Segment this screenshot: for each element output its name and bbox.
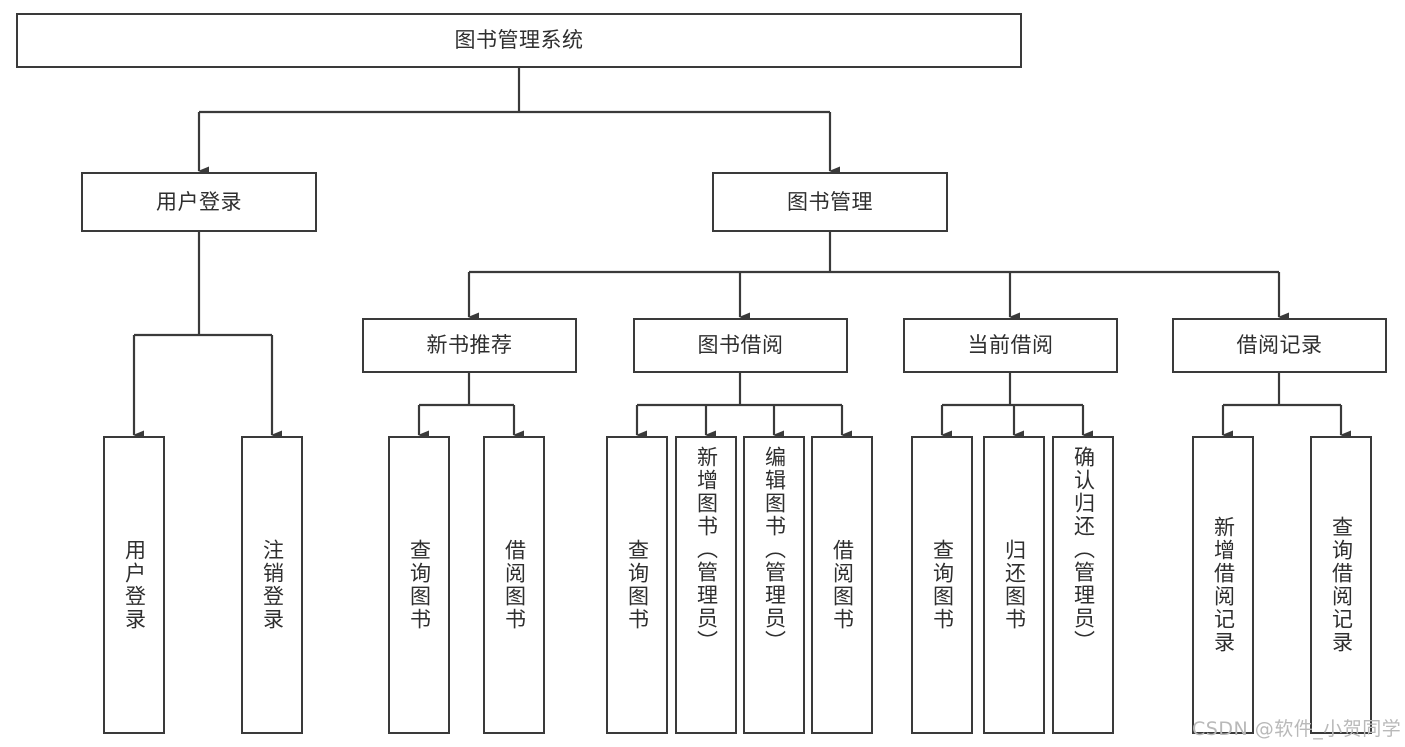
node-label-leaf-add-record: 新增借阅记录 bbox=[1211, 516, 1236, 654]
node-book-borrow[interactable]: 图书借阅 bbox=[633, 318, 848, 373]
tree-edges bbox=[132, 68, 1351, 440]
node-new-book-rec[interactable]: 新书推荐 bbox=[362, 318, 577, 373]
node-label-leaf-logout: 注销登录 bbox=[260, 539, 285, 631]
node-label-borrow-record: 借阅记录 bbox=[1236, 333, 1323, 358]
node-leaf-confirm-return[interactable]: 确认归还（管理员） bbox=[1052, 436, 1114, 734]
node-leaf-logout[interactable]: 注销登录 bbox=[241, 436, 303, 734]
node-label-leaf-borrow-book-2: 借阅图书 bbox=[830, 539, 855, 631]
node-label-leaf-confirm-return: 确认归还（管理员） bbox=[1071, 446, 1096, 653]
node-label-new-book-rec: 新书推荐 bbox=[426, 333, 513, 358]
node-label-root: 图书管理系统 bbox=[454, 28, 584, 53]
node-label-leaf-return-book: 归还图书 bbox=[1002, 539, 1027, 631]
node-label-leaf-query-record: 查询借阅记录 bbox=[1329, 516, 1354, 654]
node-leaf-borrow-book-2[interactable]: 借阅图书 bbox=[811, 436, 873, 734]
node-leaf-query-record[interactable]: 查询借阅记录 bbox=[1310, 436, 1372, 734]
node-leaf-add-book[interactable]: 新增图书（管理员） bbox=[675, 436, 737, 734]
node-leaf-add-record[interactable]: 新增借阅记录 bbox=[1192, 436, 1254, 734]
node-label-book-manage: 图书管理 bbox=[787, 189, 873, 214]
watermark-label: CSDN @软件_小贺同学 bbox=[1192, 718, 1402, 740]
node-current-borrow[interactable]: 当前借阅 bbox=[903, 318, 1118, 373]
node-label-leaf-query-book-2: 查询图书 bbox=[625, 539, 650, 631]
node-leaf-edit-book[interactable]: 编辑图书（管理员） bbox=[743, 436, 805, 734]
node-label-book-borrow: 图书借阅 bbox=[697, 333, 784, 358]
node-label-current-borrow: 当前借阅 bbox=[967, 333, 1054, 358]
node-label-user-login: 用户登录 bbox=[156, 189, 242, 214]
node-leaf-query-book-3[interactable]: 查询图书 bbox=[911, 436, 973, 734]
node-label-leaf-query-book-3: 查询图书 bbox=[930, 539, 955, 631]
node-label-leaf-user-login: 用户登录 bbox=[122, 539, 147, 631]
node-book-manage[interactable]: 图书管理 bbox=[712, 172, 948, 232]
node-label-leaf-query-book-1: 查询图书 bbox=[407, 539, 432, 631]
node-label-leaf-borrow-book-1: 借阅图书 bbox=[502, 539, 527, 631]
node-leaf-query-book-2[interactable]: 查询图书 bbox=[606, 436, 668, 734]
node-label-leaf-add-book: 新增图书（管理员） bbox=[694, 446, 719, 653]
node-leaf-borrow-book-1[interactable]: 借阅图书 bbox=[483, 436, 545, 734]
node-label-leaf-edit-book: 编辑图书（管理员） bbox=[762, 446, 787, 653]
node-leaf-query-book-1[interactable]: 查询图书 bbox=[388, 436, 450, 734]
node-root[interactable]: 图书管理系统 bbox=[16, 13, 1022, 68]
node-borrow-record[interactable]: 借阅记录 bbox=[1172, 318, 1387, 373]
node-leaf-return-book[interactable]: 归还图书 bbox=[983, 436, 1045, 734]
node-user-login[interactable]: 用户登录 bbox=[81, 172, 317, 232]
node-leaf-user-login[interactable]: 用户登录 bbox=[103, 436, 165, 734]
